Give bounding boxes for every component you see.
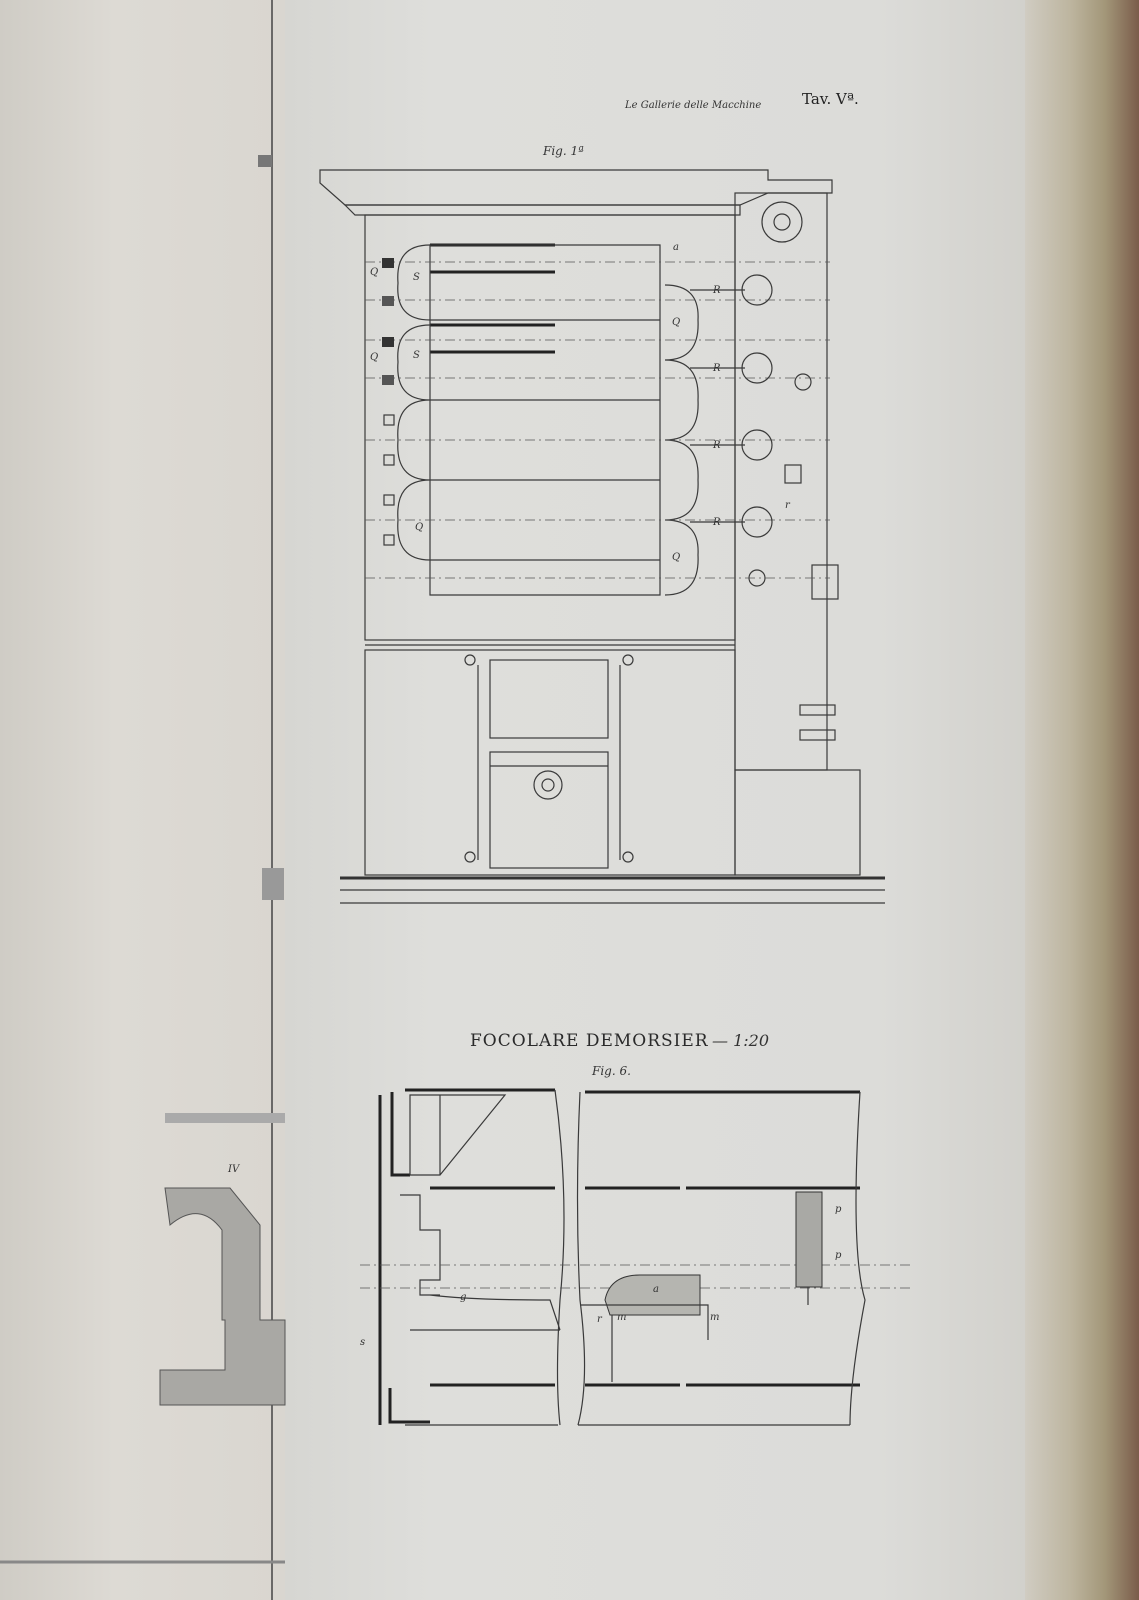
label-R: R	[712, 285, 721, 296]
label-Q: Q	[672, 317, 680, 328]
fig6-scale: — 1:20	[712, 1031, 769, 1050]
label-a: a	[673, 242, 679, 253]
label-R: R	[712, 440, 721, 451]
left-page-drawing: IV	[0, 0, 286, 1600]
book-edge	[1025, 0, 1139, 1600]
label-S: S	[413, 350, 420, 361]
label-s: s	[360, 1337, 365, 1348]
figure-1: Fig. 1ª	[319, 144, 885, 904]
boiler-tubes	[365, 243, 830, 596]
label-g: g	[460, 1292, 466, 1303]
plate-number: Tav. Vª.	[802, 90, 859, 108]
label-Q: Q	[370, 352, 378, 363]
label-a: a	[653, 1284, 659, 1295]
label-Q: Q	[672, 552, 680, 563]
label-m: m	[710, 1312, 719, 1323]
label-p: p	[835, 1204, 842, 1215]
fig6-caption: Fig. 6.	[591, 1064, 631, 1078]
label-R: R	[712, 363, 721, 374]
label-p: p	[835, 1250, 842, 1261]
right-page	[285, 0, 1025, 1600]
label-r: r	[785, 500, 791, 511]
label-Q: Q	[415, 522, 423, 533]
figure-6: FOCOLARE DEMORSIER — 1:20 Fig. 6. p p a …	[360, 1031, 910, 1426]
label-R: R	[712, 517, 721, 528]
label-r: r	[597, 1314, 603, 1325]
fig6-title: FOCOLARE DEMORSIER	[470, 1031, 709, 1051]
label-S: S	[413, 272, 420, 283]
section-label: IV	[227, 1164, 241, 1175]
label-m: m	[617, 1312, 626, 1323]
series-title: Le Gallerie delle Macchine	[624, 100, 761, 111]
label-Q: Q	[370, 267, 378, 278]
fig1-caption: Fig. 1ª	[542, 144, 584, 158]
